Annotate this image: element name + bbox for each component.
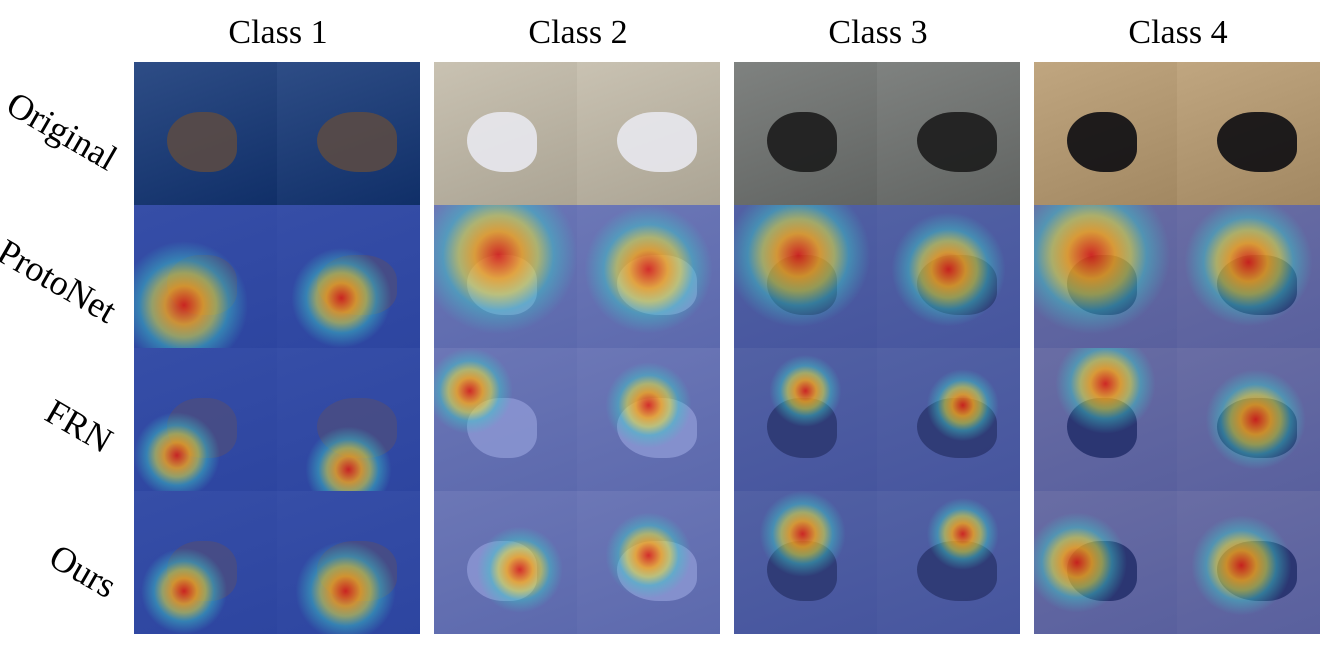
attention-heatmap (1034, 348, 1177, 491)
attention-heatmap (577, 205, 720, 348)
original-image-class2-2 (577, 62, 720, 205)
protonet-image-class3-2 (877, 205, 1020, 348)
attention-heatmap (1177, 348, 1320, 491)
protonet-image-class1-1 (134, 205, 277, 348)
attention-heatmap (877, 205, 1020, 348)
attention-heatmap (734, 348, 877, 491)
frn-image-class1-2 (277, 348, 420, 491)
column-title-class-3: Class 3 (828, 14, 928, 51)
row-label-frn: FRN (38, 391, 120, 461)
frn-image-class1-1 (134, 348, 277, 491)
frn-image-class2-2 (577, 348, 720, 491)
frn-image-class3-1 (734, 348, 877, 491)
attention-heatmap (277, 205, 420, 348)
bird-silhouette (1216, 112, 1297, 172)
protonet-image-class2-2 (577, 205, 720, 348)
attention-heatmap (277, 348, 420, 491)
ours-image-class2-1 (434, 491, 577, 634)
bird-silhouette (766, 112, 837, 172)
attention-heatmap (877, 491, 1020, 634)
attention-heatmap (134, 348, 277, 491)
ours-image-class3-1 (734, 491, 877, 634)
protonet-image-class3-1 (734, 205, 877, 348)
original-image-class4-1 (1034, 62, 1177, 205)
bird-silhouette (316, 112, 397, 172)
original-image-class4-2 (1177, 62, 1320, 205)
ours-image-class3-2 (877, 491, 1020, 634)
attention-heatmap (577, 348, 720, 491)
original-image-class3-2 (877, 62, 1020, 205)
ours-image-class4-1 (1034, 491, 1177, 634)
frn-image-class2-1 (434, 348, 577, 491)
protonet-image-class2-1 (434, 205, 577, 348)
attention-heatmap (434, 348, 577, 491)
original-image-class1-1 (134, 62, 277, 205)
attention-heatmap (1177, 205, 1320, 348)
protonet-image-class1-2 (277, 205, 420, 348)
attention-heatmap (434, 205, 577, 348)
attention-heatmap (277, 491, 420, 634)
attention-heatmap (1177, 491, 1320, 634)
original-image-class1-2 (277, 62, 420, 205)
attention-heatmap (577, 491, 720, 634)
column-title-class-2: Class 2 (528, 14, 628, 51)
attention-heatmap (1034, 205, 1177, 348)
row-label-ours: Ours (42, 536, 124, 606)
protonet-image-class4-2 (1177, 205, 1320, 348)
frn-image-class3-2 (877, 348, 1020, 491)
bird-silhouette (1066, 112, 1137, 172)
original-image-class2-1 (434, 62, 577, 205)
bird-silhouette (166, 112, 237, 172)
frn-image-class4-2 (1177, 348, 1320, 491)
bird-silhouette (466, 112, 537, 172)
column-title-class-1: Class 1 (228, 14, 328, 51)
attention-heatmap (134, 491, 277, 634)
attention-heatmap (134, 205, 277, 348)
row-label-original: Original (0, 83, 124, 179)
original-image-class3-1 (734, 62, 877, 205)
attention-heatmap (734, 491, 877, 634)
frn-image-class4-1 (1034, 348, 1177, 491)
attention-heatmap (434, 491, 577, 634)
protonet-image-class4-1 (1034, 205, 1177, 348)
row-label-protonet: ProtoNet (0, 231, 124, 331)
attention-heatmap (1034, 491, 1177, 634)
attention-heatmap (877, 348, 1020, 491)
bird-silhouette (616, 112, 697, 172)
bird-silhouette (916, 112, 997, 172)
ours-image-class1-1 (134, 491, 277, 634)
attention-heatmap (734, 205, 877, 348)
ours-image-class2-2 (577, 491, 720, 634)
ours-image-class1-2 (277, 491, 420, 634)
column-title-class-4: Class 4 (1128, 14, 1228, 51)
ours-image-class4-2 (1177, 491, 1320, 634)
